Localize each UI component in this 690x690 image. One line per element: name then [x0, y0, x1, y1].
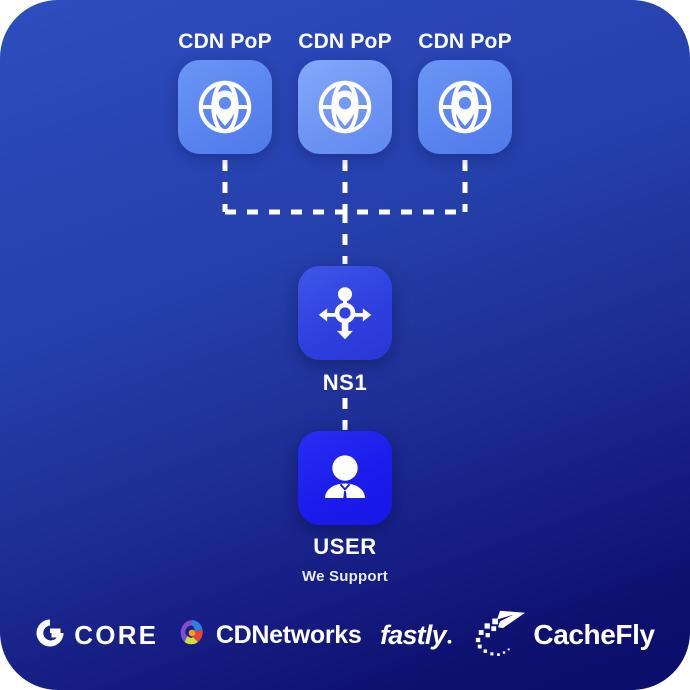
cdnetworks-logo-icon — [177, 618, 207, 653]
cdn-pop-label-1: CDN PoP — [178, 30, 272, 53]
partner-logo-row: CORE CDNetworks fastly — [0, 596, 690, 674]
partners-footer: We Support CORE — [0, 560, 690, 690]
partner-logo-cdnetworks-text: CDNetworks — [215, 620, 362, 649]
user-tile[interactable] — [298, 431, 392, 525]
partner-logo-cachefly-text: CacheFly — [533, 619, 655, 650]
ns1-label: NS1 — [322, 370, 368, 395]
partner-logo-fastly[interactable]: fastly — [380, 620, 453, 651]
traffic-distribution-icon — [315, 283, 375, 343]
partner-logo-cachefly[interactable]: CacheFly — [471, 605, 655, 666]
user-person-icon — [316, 449, 374, 507]
partner-logo-core[interactable]: CORE — [35, 618, 158, 653]
globe-pin-icon — [434, 76, 496, 138]
cdn-pop-label-2: CDN PoP — [298, 30, 392, 53]
we-support-label: We Support — [302, 568, 388, 585]
globe-pin-icon — [194, 76, 256, 138]
cdn-pop-tile-3[interactable] — [418, 60, 512, 154]
cdn-pop-tile-2[interactable] — [298, 60, 392, 154]
partner-logo-fastly-text: fastly — [380, 619, 447, 650]
ns1-tile[interactable] — [298, 266, 392, 360]
partner-logo-cdnetworks[interactable]: CDNetworks — [177, 618, 362, 653]
partner-logo-core-text: CORE — [74, 619, 159, 650]
user-label: USER — [313, 534, 377, 559]
cdn-pop-label-3: CDN PoP — [418, 30, 512, 53]
cdn-pop-tile-1[interactable] — [178, 60, 272, 154]
fastly-logo-icon — [446, 620, 453, 651]
network-diagram: CDN PoP CDN PoP — [178, 30, 512, 559]
core-logo-icon — [35, 618, 65, 653]
cachefly-logo-icon — [471, 605, 529, 666]
globe-pin-icon — [314, 76, 376, 138]
